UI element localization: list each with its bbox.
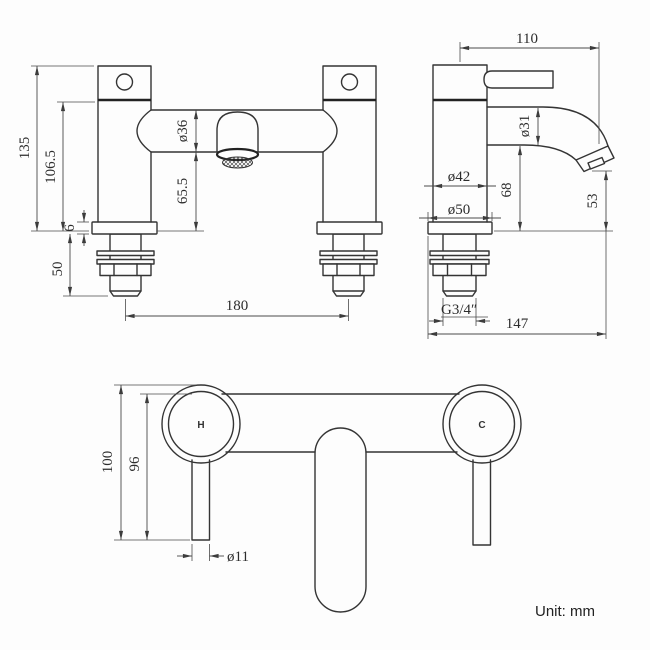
side-shank <box>429 233 490 297</box>
side-flange <box>427 221 493 235</box>
front-left-pillar <box>97 65 152 223</box>
front-right-flange <box>316 221 383 235</box>
front-spout <box>215 111 260 169</box>
hot-handle-label: H <box>197 420 204 431</box>
dim-handle-overall-height: 100 <box>100 451 116 474</box>
front-view: 135 106.5 6 50 ø36 65.5 180 <box>17 65 383 321</box>
dim-lever-diameter: ø11 <box>227 549 249 565</box>
front-left-shank <box>96 233 155 297</box>
dim-total-height: 135 <box>17 137 33 160</box>
dim-tap-centres: 180 <box>226 298 249 314</box>
dim-base-diameter: ø50 <box>448 202 471 218</box>
dim-spout-body-diameter: ø36 <box>175 119 191 142</box>
front-view-dimensions: 135 106.5 6 50 ø36 65.5 180 <box>17 65 349 321</box>
dim-spout-underside-height: 68 <box>499 183 515 198</box>
dim-body-height: 106.5 <box>43 150 59 184</box>
dim-inlet-thread: G3/4″ <box>441 302 477 318</box>
cold-handle-label: C <box>478 420 485 431</box>
plan-waterway-bar <box>221 393 460 453</box>
dim-spout-clearance-height: 65.5 <box>175 178 191 204</box>
dim-handle-projection: 96 <box>127 456 143 472</box>
side-handle-lever <box>483 70 554 89</box>
front-right-pillar <box>322 65 377 223</box>
side-view-dimensions: 110 ø31 ø42 ø50 68 53 G3/4″ <box>419 31 613 339</box>
unit-label: Unit: mm <box>535 603 595 620</box>
plan-spout-capsule <box>314 427 367 613</box>
plan-hot-lever <box>191 459 211 541</box>
dim-shank-length: 50 <box>50 262 66 277</box>
side-view: 110 ø31 ø42 ø50 68 53 G3/4″ <box>419 31 615 339</box>
dim-deck-plate-thickness: 6 <box>62 224 78 232</box>
spout-tip-cap <box>575 145 615 173</box>
front-right-shank <box>319 233 378 297</box>
dim-body-diameter: ø42 <box>448 169 471 185</box>
dim-spout-tube-diameter: ø31 <box>517 115 533 138</box>
dim-spout-outlet-height: 53 <box>585 194 601 209</box>
dim-overall-depth: 147 <box>506 316 529 332</box>
dim-spout-reach: 110 <box>516 31 538 47</box>
front-left-flange <box>91 221 158 235</box>
spout-outlet-slot <box>587 156 606 170</box>
right-handle-screw-circle <box>340 73 359 91</box>
front-waterway-bar <box>136 109 338 153</box>
plan-cold-handle: C <box>442 384 522 464</box>
plan-hot-handle: H <box>161 384 241 464</box>
plan-view: H C 100 96 ø11 <box>100 384 522 613</box>
side-spout <box>486 106 615 173</box>
plan-cold-lever <box>472 459 492 546</box>
plan-view-dimensions: 100 96 ø11 <box>100 384 249 565</box>
side-body <box>432 64 488 223</box>
left-handle-screw-circle <box>115 73 134 91</box>
aerator-mesh <box>222 156 253 169</box>
